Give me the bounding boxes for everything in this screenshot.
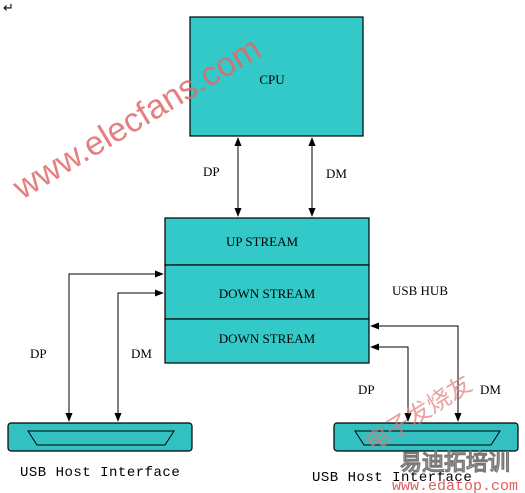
right-dm-line [370, 322, 462, 422]
right-dm-label: DM [480, 382, 501, 397]
right-host-connector [333, 422, 519, 452]
left-dm-label: DM [131, 346, 152, 361]
cpu-dm-label: DM [326, 166, 347, 181]
right-dp-label: DP [358, 382, 375, 397]
right-dp-line [370, 343, 412, 422]
up-stream-label: UP STREAM [226, 234, 299, 249]
down-stream-label-1: DOWN STREAM [219, 286, 316, 301]
cpu-box [189, 16, 364, 137]
left-host-label: USB Host Interface [20, 465, 180, 481]
cpu-dp-label: DP [203, 164, 220, 179]
left-dp-label: DP [30, 346, 47, 361]
usb-hub-box [164, 217, 370, 364]
down-stream-box-1 [164, 264, 370, 320]
brand-url-watermark: www.edatop.com [392, 478, 518, 493]
corner-mark: ↵ [3, 0, 14, 15]
left-dm-line [114, 289, 164, 422]
up-stream-box [164, 217, 370, 266]
left-host-connector [7, 422, 193, 452]
down-stream-label-2: DOWN STREAM [219, 331, 316, 346]
left-dp-line [65, 270, 164, 422]
cpu-label: CPU [259, 72, 285, 87]
usb-hub-label: USB HUB [392, 283, 448, 298]
down-stream-box-2 [164, 318, 370, 364]
right-host-label: USB Host Interface [312, 470, 472, 486]
brand-watermark: 易迪拓培训 [400, 450, 510, 476]
